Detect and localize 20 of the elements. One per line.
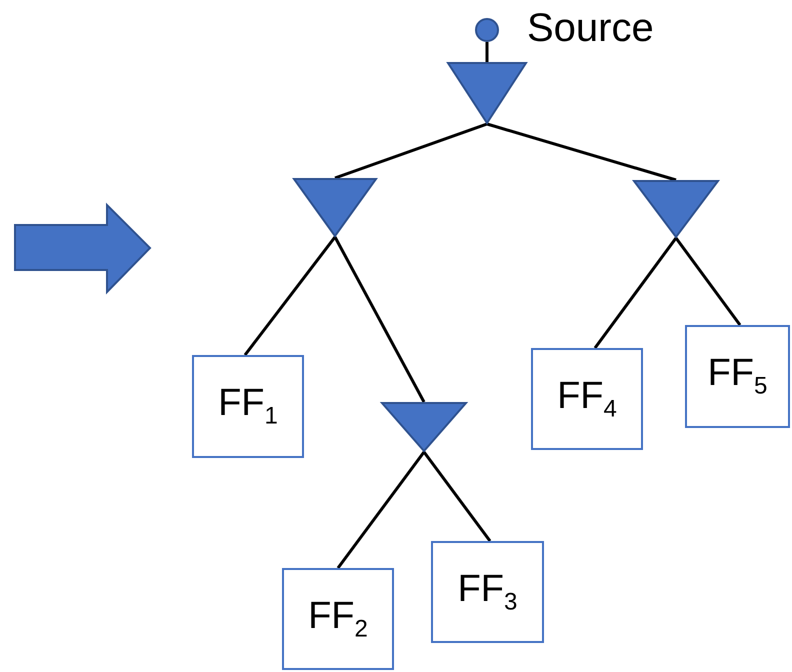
connector-line bbox=[244, 236, 336, 356]
flip-flop-label: FF$_{4}$ bbox=[557, 376, 617, 422]
connector-line bbox=[486, 122, 676, 182]
flip-flop-box bbox=[685, 325, 790, 428]
connector-line bbox=[334, 236, 426, 403]
connector-line bbox=[486, 42, 488, 62]
flip-flop-label: FF$_{5}$ bbox=[708, 354, 768, 399]
flip-flop-label: FF$_{1}$ bbox=[218, 384, 278, 429]
flip-flop-box bbox=[431, 541, 544, 643]
flip-flop-label: FF$_{3}$ bbox=[458, 570, 518, 614]
flip-flop-box bbox=[282, 568, 394, 670]
flip-flop-box bbox=[192, 355, 304, 458]
flip-flop-box bbox=[531, 348, 643, 450]
flip-flop-label: FF$_{2}$ bbox=[308, 596, 368, 642]
connector-line bbox=[334, 122, 488, 180]
node-caption: Source bbox=[527, 8, 654, 48]
connector-line bbox=[674, 237, 742, 326]
connector-line bbox=[594, 237, 678, 349]
connector-line bbox=[422, 451, 492, 542]
connector-line bbox=[336, 451, 426, 569]
